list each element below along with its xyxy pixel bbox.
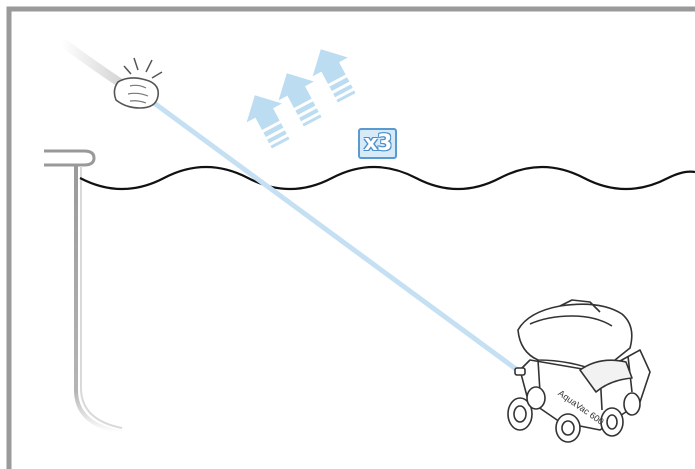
frame-border: [6, 6, 695, 469]
up-arrow-icon: [303, 39, 365, 108]
pool-robot-icon: [507, 299, 651, 443]
pool-wall-icon: [44, 149, 123, 434]
hose: [147, 97, 523, 375]
multiplier-badge: x3: [358, 128, 397, 159]
hand-pulling-cable-icon: [113, 57, 163, 109]
water-surface-line: [79, 165, 695, 191]
